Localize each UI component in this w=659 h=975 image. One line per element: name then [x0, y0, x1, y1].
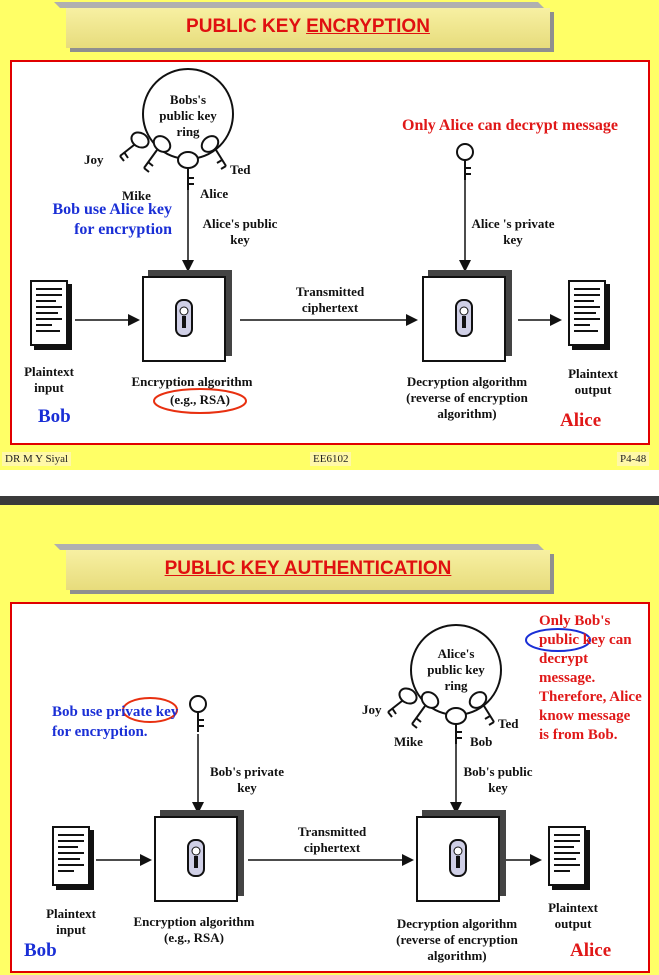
slide1-transmit-label: Transmitted ciphertext — [295, 284, 365, 315]
slide2-diagram-panel: Alice's public key ring Joy Mike Bob Ted… — [10, 602, 650, 973]
slide2-encryption-label: Encryption algorithm (e.g., RSA) — [133, 914, 255, 945]
slide2-right-note: Only Bob's public key can decrypt messag… — [539, 612, 643, 745]
slide1-decryption-box — [422, 276, 506, 362]
slide2-right-note-b: key can decrypt message. Therefore, Alic… — [539, 632, 642, 743]
slide1-sender: Bob — [38, 406, 71, 427]
slide1-decryption-label: Decryption algorithm (reverse of encrypt… — [406, 374, 528, 421]
slide1-title-bar: PUBLIC KEY ENCRYPTION — [66, 8, 550, 48]
slide2-diagram-lines — [96, 624, 591, 866]
slide2-plaintext-input-doc-icon — [52, 826, 90, 886]
slide2-decryption-box — [416, 816, 500, 902]
footer-author: DR M Y Siyal — [2, 452, 72, 466]
slide1-plaintext-output-label: Plaintext output — [568, 366, 618, 397]
slide2-transmit-label: Transmitted ciphertext — [297, 824, 367, 855]
slide2-plaintext-input-label: Plaintext input — [46, 906, 96, 937]
lock-icon — [175, 299, 193, 337]
slide2-key-label-left: Bob's private key — [209, 764, 285, 795]
lock-icon — [449, 839, 467, 877]
lock-icon — [455, 299, 473, 337]
slide1-right-note: Only Alice can decrypt message — [402, 117, 618, 134]
slide1-title-underlined: ENCRYPTION — [306, 16, 430, 37]
slide2-right-note-circled: public — [539, 632, 580, 648]
slide1-title-prefix: PUBLIC KEY — [186, 16, 307, 37]
slide-footer: DR M Y Siyal EE6102 P4-48 — [0, 447, 659, 469]
slide1-ring-name-mike: Mike — [122, 188, 151, 203]
slide1-plaintext-input-label: Plaintext input — [24, 364, 74, 395]
footer-page: P4-48 — [617, 452, 650, 466]
slide1-ring-name-joy: Joy — [84, 152, 104, 167]
slide1-encryption-eg: (e.g., RSA) — [170, 392, 230, 407]
slide2-encryption-box — [154, 816, 238, 902]
slide1-plaintext-output-doc-icon — [568, 280, 606, 346]
slide1-diagram-lines — [75, 68, 562, 414]
slide2-right-note-a: Only Bob's — [539, 613, 611, 629]
slide1-left-note: Bob use Alice key for encryption — [52, 201, 172, 238]
slide1-ring-label: Bobs's public key ring — [159, 92, 217, 139]
slide2-receiver: Alice — [570, 940, 612, 961]
slide1-encryption-box — [142, 276, 226, 362]
slide1-plaintext-input-doc-icon — [30, 280, 68, 346]
slide2-ring-name-bob: Bob — [470, 734, 493, 749]
slide1-receiver: Alice — [560, 410, 602, 431]
slide2-left-note: Bob use private key for encryption. — [52, 702, 192, 742]
slide1-ring-name-alice: Alice — [200, 186, 229, 201]
slide1-diagram-panel: Bobs's public key ring Joy Mike Alice Te… — [10, 60, 650, 445]
slide2-left-note-a: Bob use — [52, 704, 107, 720]
slide-gap — [0, 470, 659, 496]
slide2-ring-name-joy: Joy — [362, 702, 382, 717]
slide2-decryption-label: Decryption algorithm (reverse of encrypt… — [396, 916, 518, 963]
slide2-ring-name-ted: Ted — [498, 716, 519, 731]
slide1-ring-keys-icon — [119, 131, 474, 190]
slide-divider — [0, 496, 659, 505]
slide1-title: PUBLIC KEY ENCRYPTION — [66, 16, 550, 38]
slide2-title-bar: PUBLIC KEY AUTHENTICATION — [66, 550, 550, 590]
slide2-left-note-circled: private — [106, 704, 153, 720]
slide2-ring-label: Alice's public key ring — [427, 646, 485, 693]
footer-course: EE6102 — [310, 452, 352, 466]
lock-icon — [187, 839, 205, 877]
slide1-ring-name-ted: Ted — [230, 162, 251, 177]
slide2-left-note-b: key for encryption. — [52, 704, 179, 740]
slide2-sender: Bob — [24, 940, 57, 961]
slide2-ring-name-mike: Mike — [394, 734, 423, 749]
slide1-key-label-left: Alice's public key — [202, 216, 278, 247]
slide1-encryption-label: Encryption algorithm — [131, 374, 253, 389]
slide2-key-label-right: Bob's public key — [463, 764, 533, 795]
slide2-title: PUBLIC KEY AUTHENTICATION — [164, 558, 452, 579]
slide1-key-label-right: Alice 's private key — [471, 216, 555, 247]
slide2-plaintext-output-doc-icon — [548, 826, 586, 886]
slide2-plaintext-output-label: Plaintext output — [548, 900, 598, 931]
